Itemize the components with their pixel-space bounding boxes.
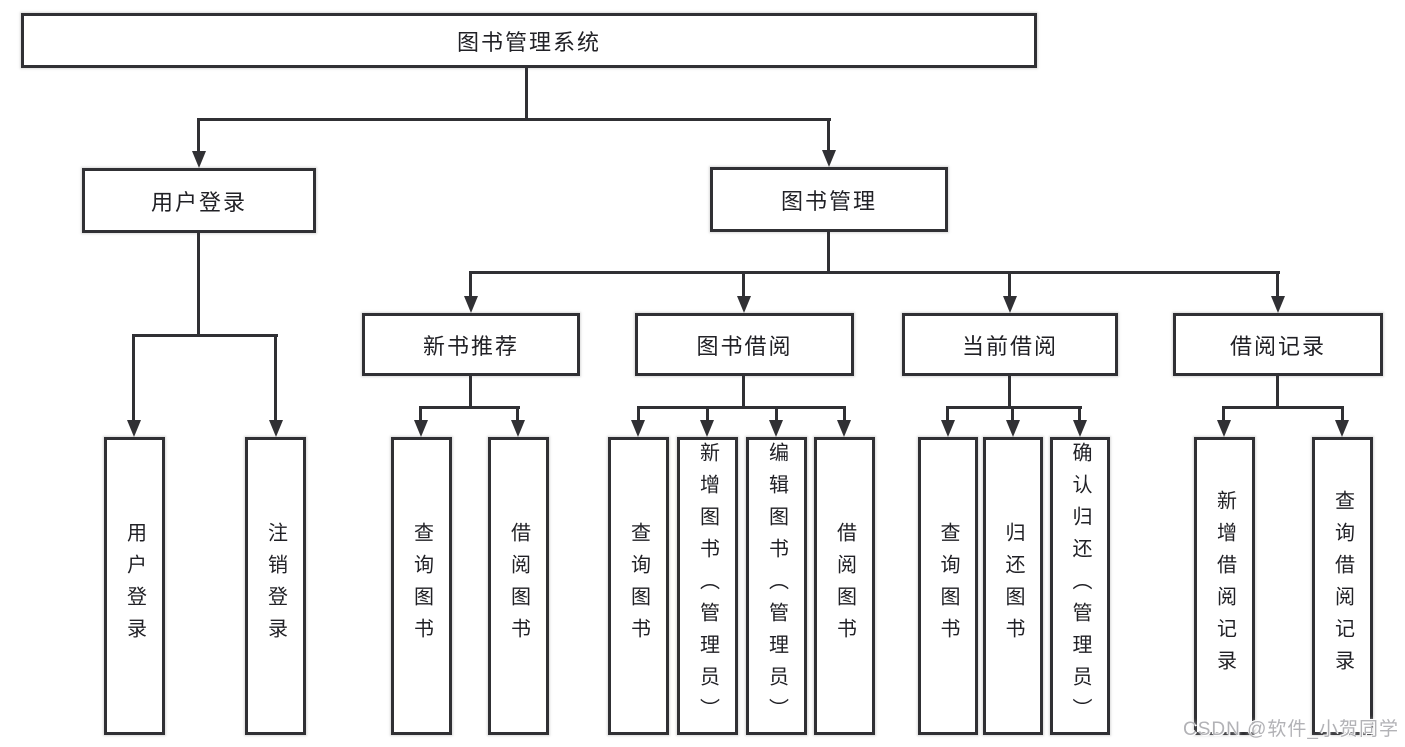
node-label: 查询借阅记录 [1331,490,1354,682]
connector-line [1008,271,1011,299]
connector-line [198,118,831,121]
node-label: 新增图书（管理员） [696,442,719,730]
connector-line [706,406,709,426]
leaf-borrow-books-recommend: 借阅图书 [488,437,549,735]
arrowhead-icon [1073,420,1087,437]
connector-line [419,406,520,409]
connector-line [827,232,830,274]
node-label: 确认归还（管理员） [1069,442,1091,730]
leaf-add-books-admin: 新增图书（管理员） [677,437,738,735]
connector-line [197,233,200,337]
node-library-system: 图书管理系统 [21,13,1037,68]
leaf-edit-books-admin: 编辑图书（管理员） [746,437,807,735]
connector-line [470,271,1280,274]
node-label: 查询图书 [937,522,959,650]
connector-line [843,406,846,426]
node-label: 借阅图书 [833,522,856,650]
node-label: 用户登录 [123,522,146,650]
node-current-borrowing: 当前借阅 [902,313,1118,376]
node-label: 图书借阅 [696,333,793,359]
node-book-management: 图书管理 [710,167,948,232]
arrowhead-icon [1217,420,1231,437]
connector-line [637,406,640,426]
arrowhead-icon [127,420,141,437]
arrowhead-icon [769,420,783,437]
arrowhead-icon [1003,296,1017,313]
node-label: 用户登录 [150,189,247,215]
arrowhead-icon [511,420,525,437]
node-book-borrowing: 图书借阅 [635,313,854,376]
arrowhead-icon [837,420,851,437]
leaf-add-borrow-record: 新增借阅记录 [1194,437,1255,735]
arrowhead-icon [631,420,645,437]
node-label: 图书管理系统 [456,29,601,55]
node-label: 查询图书 [627,522,650,650]
leaf-borrow-books: 借阅图书 [814,437,875,735]
connector-line [1008,376,1011,409]
connector-line [946,406,1082,409]
node-label: 编辑图书（管理员） [765,442,788,730]
arrowhead-icon [1006,420,1020,437]
connector-line [132,334,135,426]
csdn-watermark: CSDN @软件_小贺同学 [1183,719,1399,740]
leaf-query-books-borrowing: 查询图书 [608,437,669,735]
arrowhead-icon [822,150,836,167]
node-user-login: 用户登录 [82,168,316,233]
connector-line [1276,271,1279,299]
connector-line [775,406,778,426]
connector-line [1222,406,1344,409]
connector-line [516,406,519,426]
node-label: 归还图书 [1002,522,1024,650]
connector-line [525,68,528,120]
connector-line [469,271,472,299]
arrowhead-icon [414,420,428,437]
connector-line [1276,376,1279,409]
node-label: 注销登录 [264,522,287,650]
leaf-confirm-return-admin: 确认归还（管理员） [1050,437,1110,735]
arrowhead-icon [1271,296,1285,313]
connector-line [469,376,472,409]
node-label: 借阅记录 [1229,333,1326,359]
leaf-logout: 注销登录 [245,437,306,735]
arrowhead-icon [941,420,955,437]
arrowhead-icon [737,296,751,313]
leaf-query-borrow-record: 查询借阅记录 [1312,437,1373,735]
arrowhead-icon [192,151,206,168]
leaf-return-books: 归还图书 [983,437,1043,735]
node-label: 当前借阅 [961,333,1058,359]
node-borrowing-records: 借阅记录 [1173,313,1383,376]
connector-line [637,406,846,409]
connector-line [742,376,745,409]
connector-line [197,118,200,156]
connector-line [742,271,745,299]
node-label: 图书管理 [780,188,877,214]
connector-line [1341,406,1344,426]
leaf-query-books-recommend: 查询图书 [391,437,452,735]
connector-line [274,334,277,426]
arrowhead-icon [464,296,478,313]
node-new-book-recommend: 新书推荐 [362,313,580,376]
node-label: 借阅图书 [507,522,530,650]
connector-line [946,406,949,426]
leaf-query-books-current: 查询图书 [918,437,978,735]
connector-line [1078,406,1081,426]
arrowhead-icon [1335,420,1349,437]
connector-line [419,406,422,426]
connector-line [1222,406,1225,426]
leaf-user-login: 用户登录 [104,437,165,735]
connector-line [1011,406,1014,426]
arrowhead-icon [269,420,283,437]
node-label: 新增借阅记录 [1213,490,1236,682]
connector-line [827,118,830,156]
node-label: 新书推荐 [422,333,519,359]
node-label: 查询图书 [410,522,433,650]
connector-line [132,334,278,337]
arrowhead-icon [700,420,714,437]
